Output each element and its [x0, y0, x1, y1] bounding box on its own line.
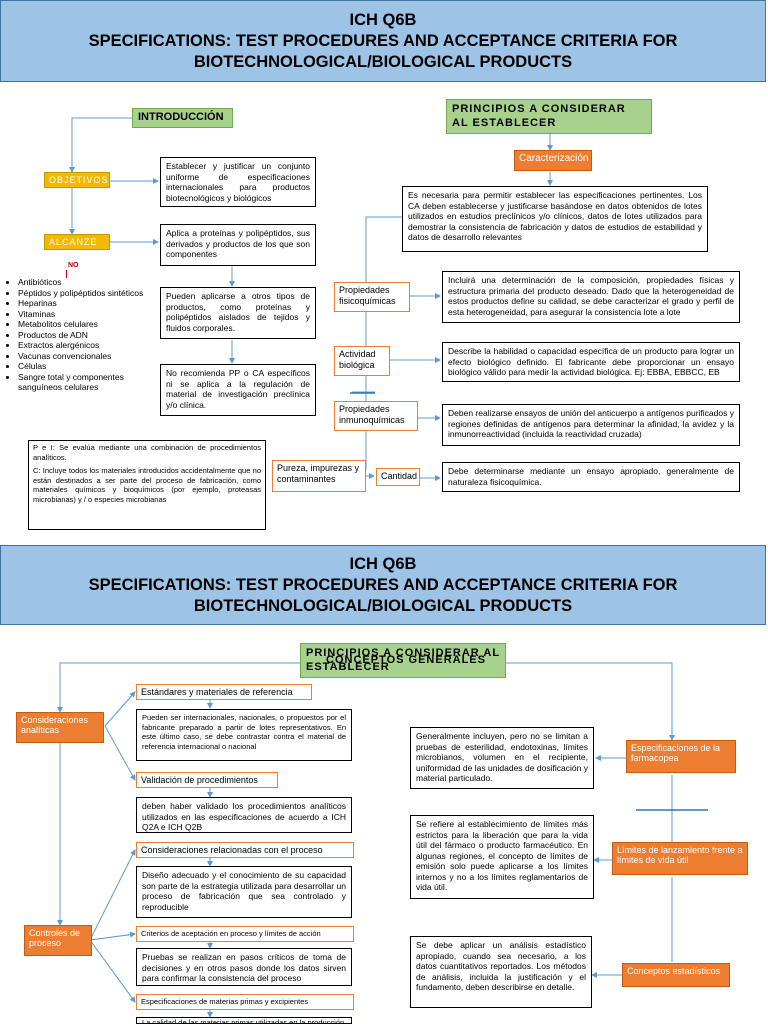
validacion-node: Validación de procedimientos: [136, 772, 278, 788]
no-list-item: Antibióticos: [18, 277, 156, 288]
propiedades-fq-node: Propiedades fisicoquímicas: [334, 282, 410, 312]
objetivos-node: OBJETIVOS: [44, 172, 110, 188]
principios-node: PRINCIPIOS A CONSIDERAR AL ESTABLECER: [446, 99, 652, 134]
no-recomienda-text: No recomienda PP o CA específicos ni se …: [160, 364, 316, 416]
estandares-text: Pueden ser internacionales, nacionales, …: [136, 709, 352, 761]
actividad-text: Describe la habilidad o capacidad especí…: [442, 342, 740, 382]
cantidad-node: Cantidad: [376, 468, 420, 486]
no-list-item: Metabolitos celulares: [18, 319, 156, 330]
propiedades-inm-node: Propiedades inmunoquímicas: [334, 401, 418, 431]
estandares-node: Estándares y materiales de referencia: [136, 684, 312, 700]
c-text: C: Incluye todos los materiales introduc…: [33, 466, 261, 504]
objetivos-text: Establecer y justificar un conjunto unif…: [160, 157, 316, 207]
actividad-node: Actividad biológica: [334, 346, 390, 376]
slide2-title-line1: ICH Q6B: [349, 554, 417, 573]
header-back-text: PRINCIPIOS A CONSIDERAR AL ESTABLECER: [306, 647, 500, 673]
slide1-title-line3: BIOTECHNOLOGICAL/BIOLOGICAL PRODUCTS: [193, 52, 573, 71]
header-node: PRINCIPIOS A CONSIDERAR AL ESTABLECER CO…: [300, 643, 506, 678]
alcance-node: ALCANZE: [44, 234, 110, 250]
slide1-title-line1: ICH Q6B: [349, 10, 417, 29]
controles-node: Controles de proceso: [24, 925, 92, 956]
no-arrow: [66, 270, 67, 278]
aplicarse-text: Pueden aplicarse a otros tipos de produc…: [160, 287, 316, 339]
slide2-title-line2: SPECIFICATIONS: TEST PROCEDURES AND ACCE…: [88, 575, 678, 594]
pureza-node: Pureza, impurezas y contaminantes: [272, 460, 366, 492]
no-list-item: Vitaminas: [18, 309, 156, 320]
slide2-title-banner: ICH Q6B SPECIFICATIONS: TEST PROCEDURES …: [0, 545, 766, 625]
criterios-node: Criterios de aceptación en proceso y lím…: [136, 926, 354, 942]
no-list-item: Extractos alergénicos: [18, 340, 156, 351]
criterios-text: Pruebas se realizan en pasos críticos de…: [136, 948, 352, 986]
limites-node: Límites de lanzamiento frente a límites …: [612, 842, 748, 875]
pe-text: P e I: Se evalúa mediante una combinació…: [33, 443, 261, 462]
validacion-text: deben haber validado los procedimientos …: [136, 797, 352, 833]
pureza-definition-box: P e I: Se evalúa mediante una combinació…: [28, 440, 266, 530]
no-list-item: Vacunas convencionales: [18, 351, 156, 362]
no-list-item: Heparinas: [18, 298, 156, 309]
no-list: AntibióticosPéptidos y polipéptidos sint…: [6, 277, 156, 393]
limites-text: Se refiere al establecimiento de límites…: [410, 815, 594, 899]
consideraciones-proceso-text: Diseño adecuado y el conocimiento de su …: [136, 866, 352, 918]
consideraciones-proceso-node: Consideraciones relacionadas con el proc…: [136, 842, 354, 858]
no-label: NO: [68, 262, 79, 269]
slide1-title-banner: ICH Q6B SPECIFICATIONS: TEST PROCEDURES …: [0, 0, 766, 82]
slide2-title-line3: BIOTECHNOLOGICAL/BIOLOGICAL PRODUCTS: [193, 596, 573, 615]
caracterizacion-text: Es necesaria para permitir establecer la…: [402, 186, 708, 252]
introduccion-node: INTRODUCCIÓN: [132, 108, 233, 128]
alcance-text: Aplica a proteínas y polipéptidos, sus d…: [160, 224, 316, 266]
no-list-item: Células: [18, 361, 156, 372]
consideraciones-analiticas-node: Consideraciones analíticas: [16, 712, 104, 743]
especificaciones-mp-node: Especificaciones de materias primas y ex…: [136, 994, 354, 1010]
farmacopea-text: Generalmente incluyen, pero no se limita…: [410, 727, 594, 789]
header-front-text: CONCEPTOS GENERALES: [326, 654, 486, 666]
estadisticos-text: Se debe aplicar un análisis estadístico …: [410, 936, 592, 1008]
cantidad-text: Debe determinarse mediante un ensayo apr…: [442, 462, 740, 492]
farmacopea-node: Especificaciones de la farmacopea: [626, 740, 736, 773]
no-list-item: Péptidos y polipéptidos sintéticos: [18, 288, 156, 299]
estadisticos-node: Conceptos estadísticos: [622, 963, 730, 987]
propiedades-fq-text: Incluirá una determinación de la composi…: [442, 271, 740, 323]
especificaciones-mp-text: La calidad de las materias primas utiliz…: [136, 1017, 352, 1024]
propiedades-inm-text: Deben realizarse ensayos de unión del an…: [442, 404, 740, 446]
caracterizacion-node: Caracterización: [514, 150, 592, 171]
slide1-title-line2: SPECIFICATIONS: TEST PROCEDURES AND ACCE…: [88, 31, 678, 50]
no-list-item: Productos de ADN: [18, 330, 156, 341]
no-list-item: Sangre total y componentes sanguíneos ce…: [18, 372, 156, 393]
